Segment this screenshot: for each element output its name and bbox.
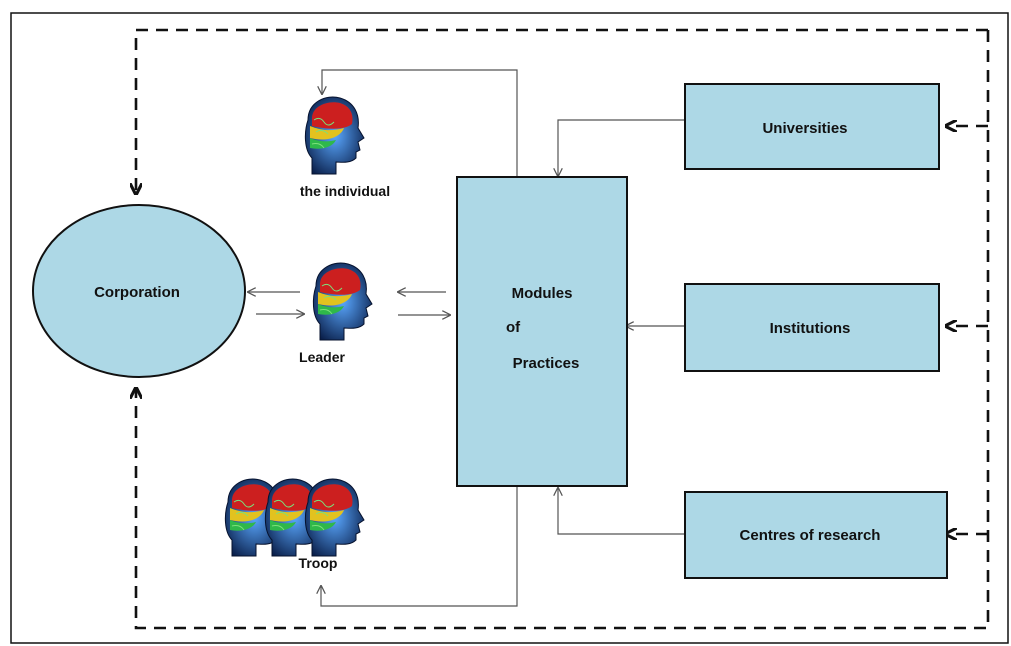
leader-figure: Leader (299, 262, 373, 365)
corporation-label: Corporation (94, 284, 180, 301)
corporation-node: Corporation (32, 204, 246, 378)
feedback-loop-dashed (136, 28, 990, 630)
troop-figure: Troop (224, 478, 365, 571)
brain-head-icon (304, 96, 365, 175)
centres-node: Centres of research (684, 491, 948, 579)
leader-label: Leader (299, 349, 345, 365)
modules-node: Modules of Practices (456, 176, 628, 487)
modules-label-line2: of (506, 319, 521, 336)
brain-head-icon (304, 478, 365, 557)
modules-label-line3: Practices (513, 355, 580, 372)
centres-label: Centres of research (740, 527, 881, 544)
brain-head-icon (312, 262, 373, 341)
individual-figure: the individual (300, 96, 390, 199)
universities-label: Universities (762, 120, 847, 137)
institutions-label: Institutions (770, 320, 851, 337)
outer-frame (10, 12, 1009, 644)
modules-label-line1: Modules (512, 285, 573, 302)
institutions-node: Institutions (684, 283, 940, 372)
universities-node: Universities (684, 83, 940, 170)
troop-label: Troop (299, 555, 338, 571)
individual-label: the individual (300, 183, 390, 199)
connector-arrows (248, 69, 684, 607)
